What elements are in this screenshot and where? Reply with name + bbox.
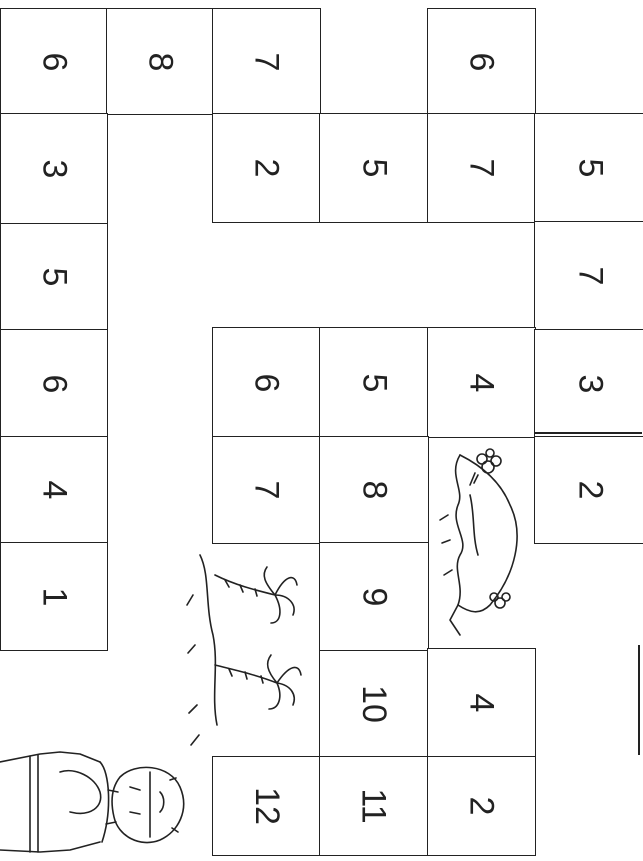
- board-cell[interactable]: 4: [0, 436, 108, 544]
- cell-number: 1: [37, 587, 71, 606]
- board-cell[interactable]: 8: [319, 436, 429, 544]
- cell-number: 4: [37, 481, 71, 500]
- cell-number: 6: [37, 374, 71, 393]
- cell-number: 2: [249, 159, 283, 178]
- hill-with-flowers-icon: [430, 445, 540, 645]
- bearded-traveler-icon: [0, 732, 200, 861]
- cell-number: 2: [573, 481, 607, 500]
- board-cell[interactable]: 4: [427, 648, 536, 758]
- board-edge-line: [638, 645, 640, 755]
- cell-number: 5: [573, 159, 607, 178]
- board-cell[interactable]: 2: [427, 756, 536, 856]
- board-cell[interactable]: 5: [319, 113, 429, 223]
- cell-number: 9: [357, 588, 391, 607]
- board-edge-line: [534, 432, 642, 434]
- board-cell[interactable]: 5: [534, 113, 643, 223]
- board-cell[interactable]: 7: [427, 113, 536, 223]
- cell-number: 10: [357, 685, 391, 723]
- palm-trees-icon: [185, 535, 305, 750]
- cell-number: 5: [37, 268, 71, 287]
- board-cell[interactable]: 2: [212, 113, 321, 223]
- board-cell[interactable]: 6: [0, 329, 108, 438]
- cell-number: 5: [357, 373, 391, 392]
- board-cell[interactable]: 3: [534, 329, 643, 438]
- board-cell[interactable]: 5: [0, 223, 108, 331]
- cell-number: 8: [143, 52, 177, 71]
- board-cell[interactable]: 9: [319, 542, 429, 652]
- cell-number: 4: [464, 694, 498, 713]
- board-cell[interactable]: 5: [319, 327, 429, 438]
- cell-number: 7: [249, 481, 283, 500]
- board-cell[interactable]: 6: [427, 8, 536, 115]
- cell-number: 8: [357, 481, 391, 500]
- board-cell[interactable]: 1: [0, 542, 108, 651]
- board-cell[interactable]: 10: [319, 650, 429, 758]
- cell-number: 6: [37, 52, 71, 71]
- board-cell[interactable]: 4: [427, 327, 536, 438]
- cell-number: 5: [357, 159, 391, 178]
- cell-number: 11: [357, 788, 391, 823]
- cell-number: 3: [573, 374, 607, 393]
- cell-number: 3: [37, 160, 71, 179]
- board-cell[interactable]: 3: [0, 113, 108, 225]
- board-cell[interactable]: 2: [534, 436, 643, 544]
- board-cell[interactable]: 6: [212, 327, 321, 438]
- cell-number: 7: [573, 267, 607, 286]
- cell-number: 7: [464, 159, 498, 178]
- cell-number: 12: [249, 787, 283, 825]
- cell-number: 6: [464, 52, 498, 71]
- cell-number: 6: [249, 373, 283, 392]
- board-cell[interactable]: 12: [212, 756, 321, 856]
- board-cell[interactable]: 11: [319, 756, 429, 856]
- board-cell[interactable]: 7: [212, 8, 321, 115]
- board-cell[interactable]: 7: [212, 436, 321, 544]
- cell-number: 4: [464, 373, 498, 392]
- board-cell[interactable]: 6: [0, 8, 108, 115]
- board-cell[interactable]: 7: [534, 221, 643, 331]
- board-cell[interactable]: 8: [106, 8, 214, 115]
- cell-number: 2: [464, 797, 498, 816]
- cell-number: 7: [249, 52, 283, 71]
